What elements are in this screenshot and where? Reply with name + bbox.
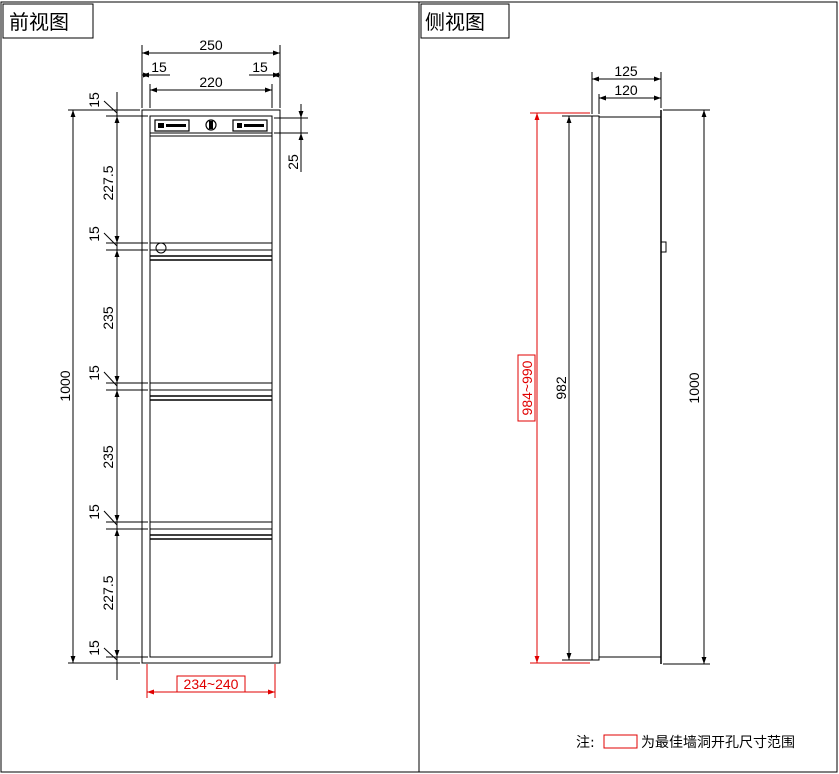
dim-overall-height: 1000 — [57, 370, 73, 401]
dim-top-gap: 15 — [86, 92, 102, 108]
dim-inner-width: 220 — [199, 74, 223, 90]
note-legend-swatch — [603, 734, 638, 749]
dim-depth-inner: 120 — [614, 82, 638, 98]
side-view-cabinet — [591, 110, 667, 664]
dim-panel-3: 235 — [100, 445, 116, 469]
front-view-horizontal-dims — [141, 45, 281, 108]
dim-right-margin: 15 — [252, 59, 268, 75]
dim-depth-outer: 125 — [614, 63, 638, 79]
dim-header-depth: 25 — [285, 154, 301, 170]
dim-gap-2: 15 — [86, 226, 102, 242]
dim-bottom-gap: 15 — [86, 640, 102, 656]
dim-side-overall-height: 1000 — [686, 372, 702, 403]
side-view-title: 侧视图 — [425, 10, 485, 34]
note-prefix: 注: — [576, 735, 595, 751]
dim-opening-height: 984~990 — [519, 360, 535, 415]
dim-gap-3: 15 — [86, 365, 102, 381]
dim-body-height: 982 — [553, 376, 569, 400]
front-view-header-icons — [158, 121, 264, 129]
dim-panel-2: 235 — [100, 306, 116, 330]
dim-left-margin: 15 — [151, 59, 167, 75]
side-view-body-height-dim — [562, 115, 592, 661]
front-view-cabinet — [141, 109, 281, 664]
dim-overall-width: 250 — [199, 37, 223, 53]
front-view-chain-dim — [103, 92, 148, 680]
dim-panel-1: 227.5 — [100, 165, 116, 200]
side-view-opening-dim — [517, 112, 590, 664]
front-view-overall-height-dim — [68, 109, 140, 664]
dim-opening-width: 234~240 — [184, 676, 239, 692]
front-view-opening-dim — [146, 664, 276, 698]
dim-panel-4: 227.5 — [100, 575, 116, 610]
front-view-header-dim — [274, 104, 308, 172]
side-view-depth-dims — [591, 72, 662, 114]
note-text: 为最佳墙洞开孔尺寸范围 — [641, 734, 795, 751]
side-view-overall-height-dim — [663, 109, 710, 665]
dim-gap-4: 15 — [86, 504, 102, 520]
front-view-title: 前视图 — [9, 10, 69, 34]
